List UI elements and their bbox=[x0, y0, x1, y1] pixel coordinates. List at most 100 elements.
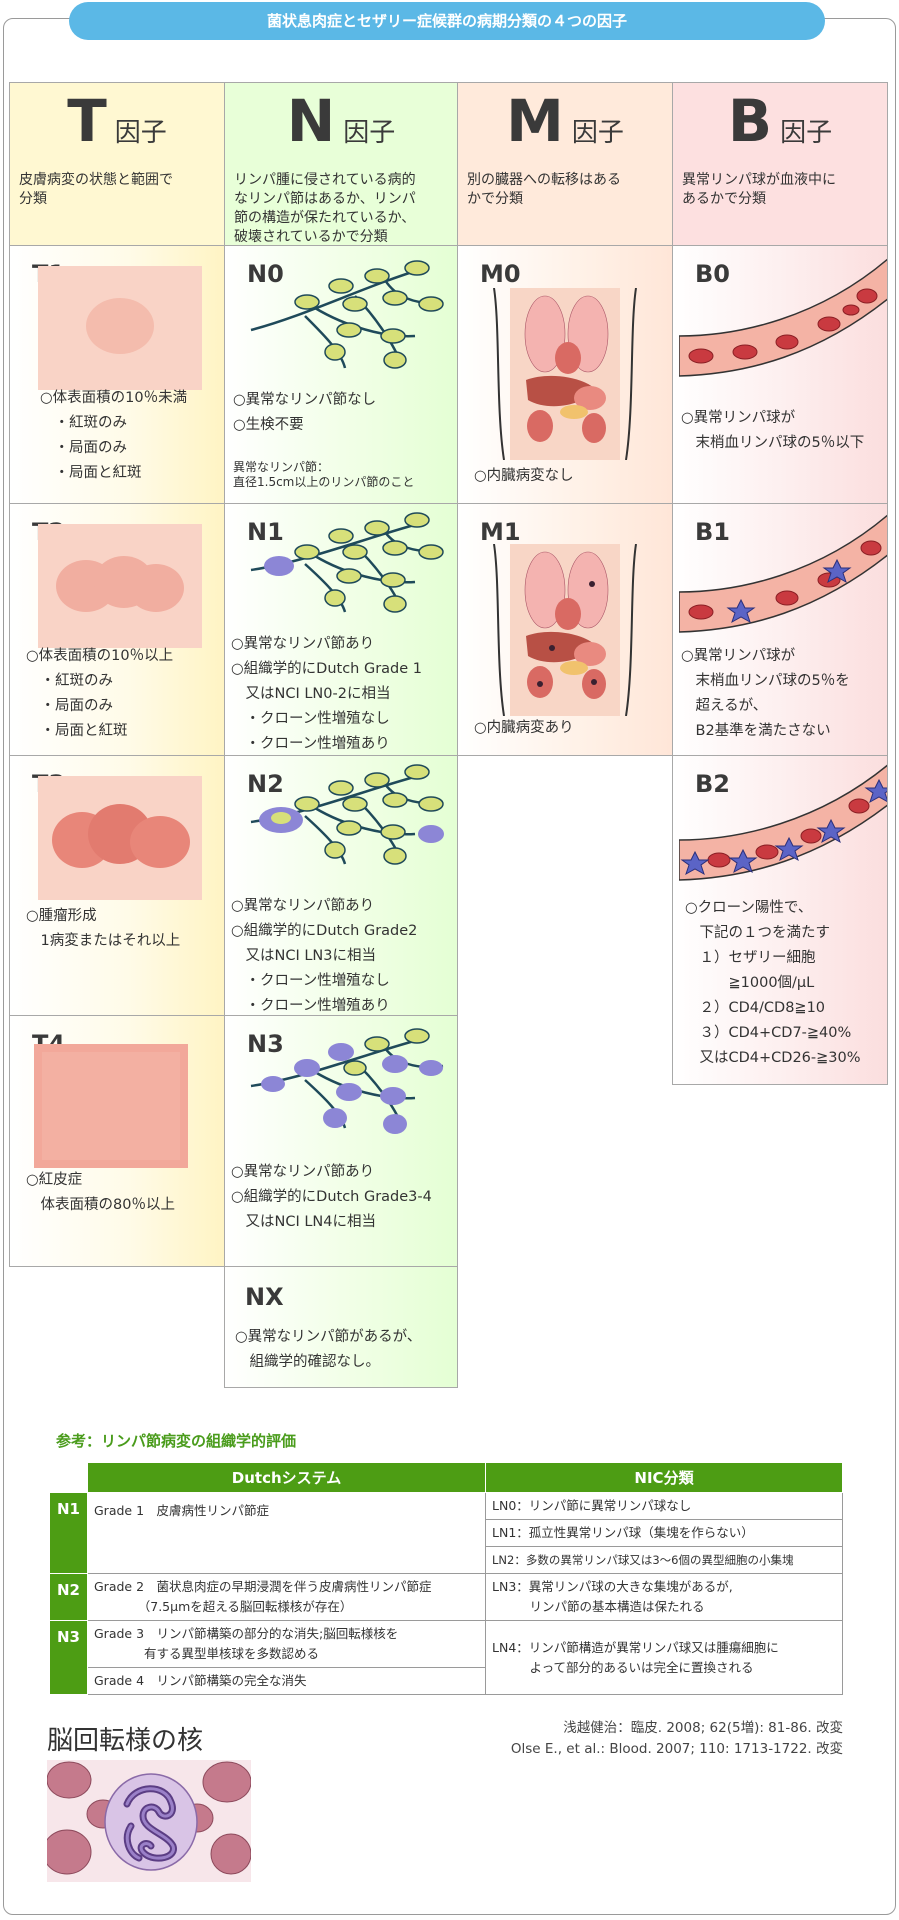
reference-title: 参考：リンパ節病変の組織学的評価 bbox=[56, 1432, 297, 1450]
n0-lymph-node-illustration bbox=[250, 260, 444, 369]
t4-skin-illustration bbox=[34, 1044, 188, 1168]
n-factor-desc: リンパ腫に侵されている病的 なリンパ節はあるか、リンパ 節の構造が保たれているか… bbox=[234, 172, 416, 245]
table-row: N1 Grade 1 皮膚病性リンパ節症 LN0：リンパ節に異常リンパ球なし bbox=[49, 1492, 843, 1574]
b1-code: B1 bbox=[695, 518, 730, 546]
reference-header-row: Dutchシステム NIC分類 bbox=[49, 1462, 843, 1493]
grade1-cell: Grade 1 皮膚病性リンパ節症 bbox=[87, 1492, 486, 1574]
t2-skin-illustration bbox=[38, 524, 202, 648]
page-title: 菌状息肉症とセザリー症候群の病期分類の４つの因子 bbox=[69, 2, 825, 40]
n2-code: N2 bbox=[247, 770, 284, 798]
n0-note: 異常なリンパ節： 直径1.5cm以上のリンパ節のこと bbox=[233, 460, 415, 489]
table-row: N2 Grade 2 菌状息肉症の早期浸潤を伴う皮膚病性リンパ節症 （7.5μm… bbox=[49, 1573, 843, 1621]
n1-code: N1 bbox=[247, 518, 284, 546]
m-factor-desc: 別の臓器への転移はある かで分類 bbox=[467, 172, 621, 207]
t1-cell: T1 ○体表面積の10％未満 ・紅斑のみ ・局面のみ ・局面と紅斑 bbox=[9, 245, 225, 504]
n3-code: N3 bbox=[247, 1030, 284, 1058]
grade4-cell: Grade 4 リンパ節構築の完全な消失 bbox=[87, 1667, 486, 1695]
n0-code: N0 bbox=[247, 260, 284, 288]
n2-cell: N2 ○異常なリンパ節あり ○組織学的にDutch Grade2 又はNCI L… bbox=[224, 755, 458, 1016]
ln0-cell: LN0：リンパ節に異常リンパ球なし bbox=[485, 1492, 843, 1520]
cerebriform-nucleus-illustration bbox=[47, 1760, 251, 1882]
b-factor-desc: 異常リンパ球が血液中に あるかで分類 bbox=[682, 172, 836, 207]
b0-cell: B0 ○異常リンパ球が 末梢血リンパ球の5％以下 bbox=[672, 245, 888, 504]
t1-skin-illustration bbox=[38, 266, 202, 390]
citation: 浅越健治：臨皮. 2008; 62(5増): 81-86. 改変 Olse E.… bbox=[510, 1720, 843, 1757]
nx-code: NX bbox=[245, 1283, 284, 1311]
nx-desc: ○異常なリンパ節があるが、 組織学的確認なし。 bbox=[235, 1329, 422, 1370]
n-letter: N bbox=[286, 87, 336, 155]
b0-blood-vessel-illustration bbox=[679, 258, 887, 377]
n3-lymph-node-illustration bbox=[250, 1028, 444, 1134]
ln3-cell: LN3：異常リンパ球の大きな集塊があるが, リンパ節の基本構造は保たれる bbox=[485, 1573, 843, 1621]
t-suffix: 因子 bbox=[114, 118, 167, 148]
grade3-cell: Grade 3 リンパ節構築の部分的な消失;脳回転様核を 有する異型単核球を多数… bbox=[87, 1620, 486, 1668]
b0-code: B0 bbox=[695, 260, 730, 288]
m0-organs-illustration bbox=[493, 288, 637, 460]
t3-cell: T3 ○腫瘤形成 1病変またはそれ以上 bbox=[9, 755, 225, 1016]
n2-label: N2 bbox=[49, 1573, 88, 1621]
n3-desc: ○異常なリンパ節あり ○組織学的にDutch Grade3-4 又はNCI LN… bbox=[231, 1164, 432, 1230]
t2-desc: ○体表面積の10％以上 ・紅斑のみ ・局面のみ ・局面と紅斑 bbox=[26, 648, 174, 739]
b2-desc: ○クローン陽性で、 下記の１つを満たす １）セザリー細胞 ≧1000個/μL ２… bbox=[685, 900, 861, 1066]
b1-desc: ○異常リンパ球が 末梢血リンパ球の5％を 超えるが、 B2基準を満たさない bbox=[681, 648, 850, 739]
table-row: Grade 4 リンパ節構築の完全な消失 bbox=[50, 1667, 843, 1695]
table-row: LN2：多数の異常リンパ球又は3〜6個の異型細胞の小集塊 bbox=[50, 1546, 843, 1574]
b-letter: B bbox=[727, 87, 773, 155]
m-letter: M bbox=[506, 87, 564, 155]
ln1-cell: LN1：孤立性異常リンパ球（集塊を作らない） bbox=[485, 1519, 843, 1547]
t3-desc: ○腫瘤形成 1病変またはそれ以上 bbox=[26, 908, 181, 949]
table-row: N3 Grade 3 リンパ節構築の部分的な消失;脳回転様核を 有する異型単核球… bbox=[49, 1620, 843, 1695]
b2-code: B2 bbox=[695, 770, 730, 798]
grade2-cell: Grade 2 菌状息肉症の早期浸潤を伴う皮膚病性リンパ節症 （7.5μmを超え… bbox=[87, 1573, 486, 1621]
b-suffix: 因子 bbox=[780, 118, 833, 148]
n1-desc: ○異常なリンパ節あり ○組織学的にDutch Grade 1 又はNCI LN0… bbox=[231, 636, 423, 752]
n3-cell: N3 ○異常なリンパ節あり ○組織学的にDutch Grade3-4 又はNCI… bbox=[224, 1015, 458, 1267]
m0-desc: ○内臓病変なし bbox=[474, 468, 574, 484]
ln2-cell: LN2：多数の異常リンパ球又は3〜6個の異型細胞の小集塊 bbox=[485, 1546, 843, 1574]
ln4-cell: LN4：リンパ節構造が異常リンパ球又は腫瘍細胞に よって部分的あるいは完全に置換… bbox=[485, 1620, 843, 1695]
n0-desc: ○異常なリンパ節なし ○生検不要 bbox=[233, 392, 377, 433]
nucleus-title: 脳回転様の核 bbox=[47, 1726, 204, 1756]
t1-desc: ○体表面積の10％未満 ・紅斑のみ ・局面のみ ・局面と紅斑 bbox=[40, 390, 188, 481]
t2-cell: T2 ○体表面積の10％以上 ・紅斑のみ ・局面のみ ・局面と紅斑 bbox=[9, 503, 225, 756]
m1-organs-illustration bbox=[493, 544, 637, 716]
m0-cell: M0 ○内臓病変なし bbox=[457, 245, 673, 504]
n2-desc: ○異常なリンパ節あり ○組織学的にDutch Grade2 又はNCI LN3に… bbox=[231, 898, 418, 1014]
t4-cell: T4 ○紅皮症 体表面積の80％以上 bbox=[9, 1015, 225, 1267]
b1-blood-vessel-illustration bbox=[679, 514, 887, 633]
m-suffix: 因子 bbox=[571, 118, 624, 148]
nic-header: NIC分類 bbox=[485, 1462, 843, 1493]
n1-label: N1 bbox=[49, 1492, 88, 1574]
reference-table: Dutchシステム NIC分類 N1 Grade 1 皮膚病性リンパ節症 LN0… bbox=[49, 1462, 843, 1695]
n1-lymph-node-illustration bbox=[250, 512, 444, 613]
t4-desc: ○紅皮症 体表面積の80％以上 bbox=[26, 1172, 175, 1213]
t-letter: T bbox=[67, 87, 107, 155]
table-row: LN1：孤立性異常リンパ球（集塊を作らない） bbox=[50, 1519, 843, 1547]
n0-cell: N0 ○異常なリンパ節なし ○生検不要 異常なリンパ節： 直径1.5cm以上のリ… bbox=[224, 245, 458, 504]
n3-label: N3 bbox=[49, 1620, 88, 1695]
n2-lymph-node-illustration bbox=[250, 764, 444, 865]
b2-blood-vessel-illustration bbox=[679, 764, 887, 881]
m1-code: M1 bbox=[480, 518, 521, 546]
b1-cell: B1 ○異常リンパ球が 末梢血リンパ球の5％を 超えるが、 B2基準を満たさない bbox=[672, 503, 888, 756]
t3-skin-illustration bbox=[38, 776, 202, 900]
b0-desc: ○異常リンパ球が 末梢血リンパ球の5％以下 bbox=[681, 410, 865, 451]
m1-desc: ○内臓病変あり bbox=[474, 720, 574, 736]
n-suffix: 因子 bbox=[343, 118, 396, 148]
m1-cell: M1 ○内臓病変あり bbox=[457, 503, 673, 756]
n1-cell: N1 ○異常なリンパ節あり ○組織学的にDutch Grade 1 又はNCI … bbox=[224, 503, 458, 756]
reference-corner bbox=[49, 1462, 88, 1493]
b2-cell: B2 ○クローン陽性で、 下記の１つを満たす １）セザリー細胞 ≧1000個/μ… bbox=[672, 755, 888, 1085]
dutch-header: Dutchシステム bbox=[87, 1462, 486, 1493]
m0-code: M0 bbox=[480, 260, 521, 288]
nx-cell: NX ○異常なリンパ節があるが、 組織学的確認なし。 bbox=[224, 1266, 458, 1388]
t-factor-desc: 皮膚病変の状態と範囲で 分類 bbox=[19, 172, 173, 207]
